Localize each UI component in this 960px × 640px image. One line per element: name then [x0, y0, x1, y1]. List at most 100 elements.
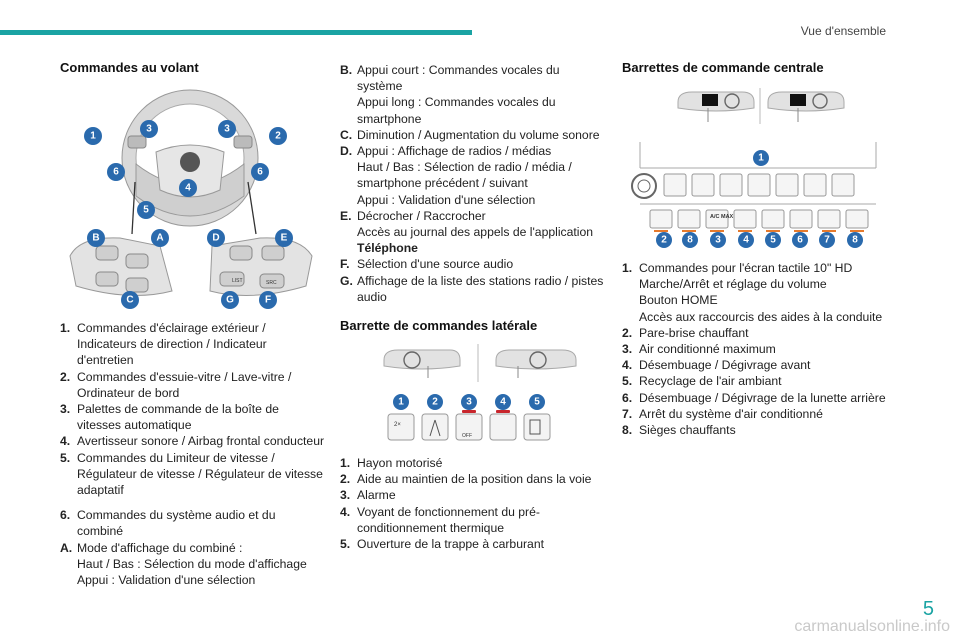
svg-text:7: 7 — [824, 235, 830, 246]
left-control-pad — [69, 237, 173, 296]
dashboard-illustration — [677, 88, 845, 124]
lateral-bar-diagram: 2× OFF 1 2 3 4 5 — [383, 344, 577, 441]
list-item: 8.Sièges chauffants — [622, 423, 736, 438]
svg-text:3: 3 — [224, 124, 230, 135]
svg-text:2: 2 — [275, 131, 281, 142]
list-item: 4.Avertisseur sonore / Airbag frontal co… — [60, 434, 325, 449]
steering-legend: 1.Commandes d'éclairage extérieur / Indi… — [60, 320, 326, 588]
list-item: 4.Voyant de fonctionnement du pré- condi… — [340, 504, 540, 535]
ac-max-label: A/C MAX — [710, 214, 734, 220]
svg-text:3: 3 — [466, 397, 472, 408]
src-label: SRC — [266, 280, 277, 286]
marker-2: 2 — [269, 127, 287, 145]
list-item: 2.Pare-brise chauffant — [622, 325, 749, 340]
marker-3: 3 — [140, 120, 158, 138]
central-legend: 1.Commandes pour l'écran tactile 10" HD … — [622, 260, 912, 438]
list-item: 5.Commandes du Limiteur de vitesse / Rég… — [60, 450, 323, 498]
lateral-markers: 1 2 3 4 5 — [393, 394, 545, 410]
marker-8: 8 — [682, 232, 698, 248]
marker-F: F — [259, 291, 277, 309]
svg-text:6: 6 — [797, 235, 803, 246]
right-pad-markers: D E G F — [207, 229, 293, 309]
svg-text:8: 8 — [687, 235, 693, 246]
marker-3: 3 — [461, 394, 477, 410]
svg-text:5: 5 — [770, 235, 776, 246]
wheel-markers: 1 3 3 2 6 6 4 5 — [84, 120, 287, 219]
marker-8: 8 — [847, 232, 863, 248]
marker-E: E — [275, 229, 293, 247]
marker-4: 4 — [495, 394, 511, 410]
svg-text:F: F — [265, 295, 271, 306]
list-item: 2.Aide au maintien de la position dans l… — [340, 472, 592, 487]
list-item: 6.Commandes du système audio et du combi… — [60, 508, 276, 539]
list-item: 1.Commandes d'éclairage extérieur / Indi… — [60, 321, 267, 368]
marker-D: D — [207, 229, 225, 247]
marker-4: 4 — [179, 179, 197, 197]
list-item: D.Appui : Affichage de radios / médias H… — [340, 144, 572, 207]
list-item: 3.Alarme — [340, 488, 396, 503]
steering-legend-continued: B.Appui court : Commandes vocales du sys… — [340, 62, 606, 305]
central-bar-diagram: A/C MAX 1 2 8 3 4 5 6 7 8 — [631, 88, 877, 248]
steering-wheel-diagram: 1 3 3 2 6 6 4 5 B A C LIST SRC D E G F — [69, 89, 313, 309]
marker-5: 5 — [529, 394, 545, 410]
lateral-legend: 1.Hayon motorisé 2.Aide au maintien de l… — [340, 455, 606, 552]
svg-text:4: 4 — [185, 183, 191, 194]
dashboard-illustration — [383, 344, 577, 382]
marker-3: 3 — [218, 120, 236, 138]
marker-6: 6 — [792, 232, 808, 248]
svg-text:3: 3 — [715, 235, 721, 246]
svg-text:C: C — [126, 295, 133, 306]
svg-text:2: 2 — [432, 397, 438, 408]
marker-6: 6 — [107, 163, 125, 181]
marker-C: C — [121, 291, 139, 309]
list-item: A.Mode d'affichage du combiné : Haut / B… — [60, 540, 307, 588]
marker-4: 4 — [738, 232, 754, 248]
svg-text:1: 1 — [758, 153, 764, 164]
steering-title: Commandes au volant — [60, 60, 199, 75]
marker-G: G — [221, 291, 239, 309]
list-item: 2.Commandes d'essuie-vitre / Lave-vitre … — [60, 369, 292, 400]
svg-text:6: 6 — [257, 167, 263, 178]
marker-B: B — [87, 229, 105, 247]
list-item: C.Diminution / Augmentation du volume so… — [340, 127, 600, 142]
page-number: 5 — [922, 598, 934, 620]
watermark: carmanualsonline.info — [794, 618, 950, 635]
svg-text:6: 6 — [113, 167, 119, 178]
section-title: Vue d'ensemble — [800, 24, 886, 38]
list-item: 1.Hayon motorisé — [340, 456, 443, 470]
svg-text:5: 5 — [534, 397, 540, 408]
central-markers: 1 2 8 3 4 5 6 7 8 — [656, 150, 863, 248]
touch-bar — [631, 142, 877, 205]
central-title: Barrettes de commande centrale — [622, 60, 824, 75]
alarm-off-label: OFF — [462, 433, 472, 439]
list-item: 3.Palettes de commande de la boîte de vi… — [60, 402, 279, 433]
list-item: 5.Ouverture de la trappe à carburant — [340, 537, 544, 552]
list-item: 1.Commandes pour l'écran tactile 10" HD … — [622, 261, 883, 324]
marker-2: 2 — [427, 394, 443, 410]
list-item: G.Affichage de la liste des stations rad… — [340, 273, 604, 304]
marker-1: 1 — [393, 394, 409, 410]
svg-text:E: E — [281, 233, 288, 244]
marker-A: A — [151, 229, 169, 247]
list-item: 4.Désembuage / Dégivrage avant — [622, 358, 811, 373]
list-item: E.Décrocher / Raccrocher Accès au journa… — [340, 208, 594, 240]
svg-text:4: 4 — [743, 235, 749, 246]
marker-7: 7 — [819, 232, 835, 248]
marker-5: 5 — [765, 232, 781, 248]
svg-text:1: 1 — [398, 397, 404, 408]
list-item: 7.Arrêt du système d'air conditionné — [622, 406, 823, 421]
svg-text:5: 5 — [143, 205, 149, 216]
svg-text:B: B — [92, 233, 99, 244]
svg-text:D: D — [212, 233, 219, 244]
lateral-title: Barrette de commandes latérale — [340, 318, 538, 333]
svg-text:A: A — [156, 233, 163, 244]
svg-text:2: 2 — [661, 235, 667, 246]
lateral-buttons: 2× OFF — [387, 410, 551, 441]
list-item: F.Sélection d'une source audio — [340, 257, 514, 272]
marker-2: 2 — [656, 232, 672, 248]
marker-6: 6 — [251, 163, 269, 181]
svg-text:4: 4 — [500, 397, 506, 408]
marker-3: 3 — [710, 232, 726, 248]
climate-bar: A/C MAX — [649, 209, 869, 232]
list-item: 6.Désembuage / Dégivrage de la lunette a… — [622, 390, 886, 405]
